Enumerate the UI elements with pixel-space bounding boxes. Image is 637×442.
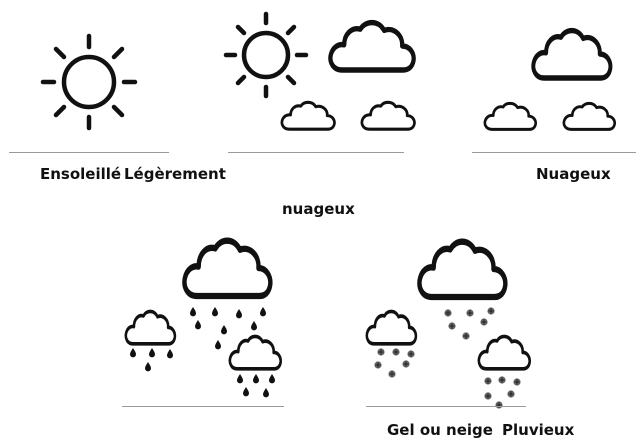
snow-clouds-icon <box>364 242 532 410</box>
sun-behind-clouds-icon <box>223 11 414 131</box>
divider-rainy <box>122 406 284 407</box>
sun-icon <box>40 33 138 131</box>
caption-partly-cloudy-line2: nuageux <box>282 200 355 218</box>
divider-sunny <box>9 152 169 153</box>
rain-clouds-icon <box>123 241 283 398</box>
divider-frost-snow <box>366 406 526 407</box>
caption-partly-cloudy-line1: Légèrement <box>124 165 226 183</box>
caption-rainy: Pluvieux <box>502 421 575 439</box>
caption-frost-snow: Gel ou neige <box>387 421 493 439</box>
caption-cloudy: Nuageux <box>536 165 611 183</box>
caption-sunny: Ensoleillé <box>40 165 122 183</box>
clouds-icon <box>483 31 617 131</box>
divider-partly <box>228 152 404 153</box>
divider-cloudy <box>472 152 636 153</box>
